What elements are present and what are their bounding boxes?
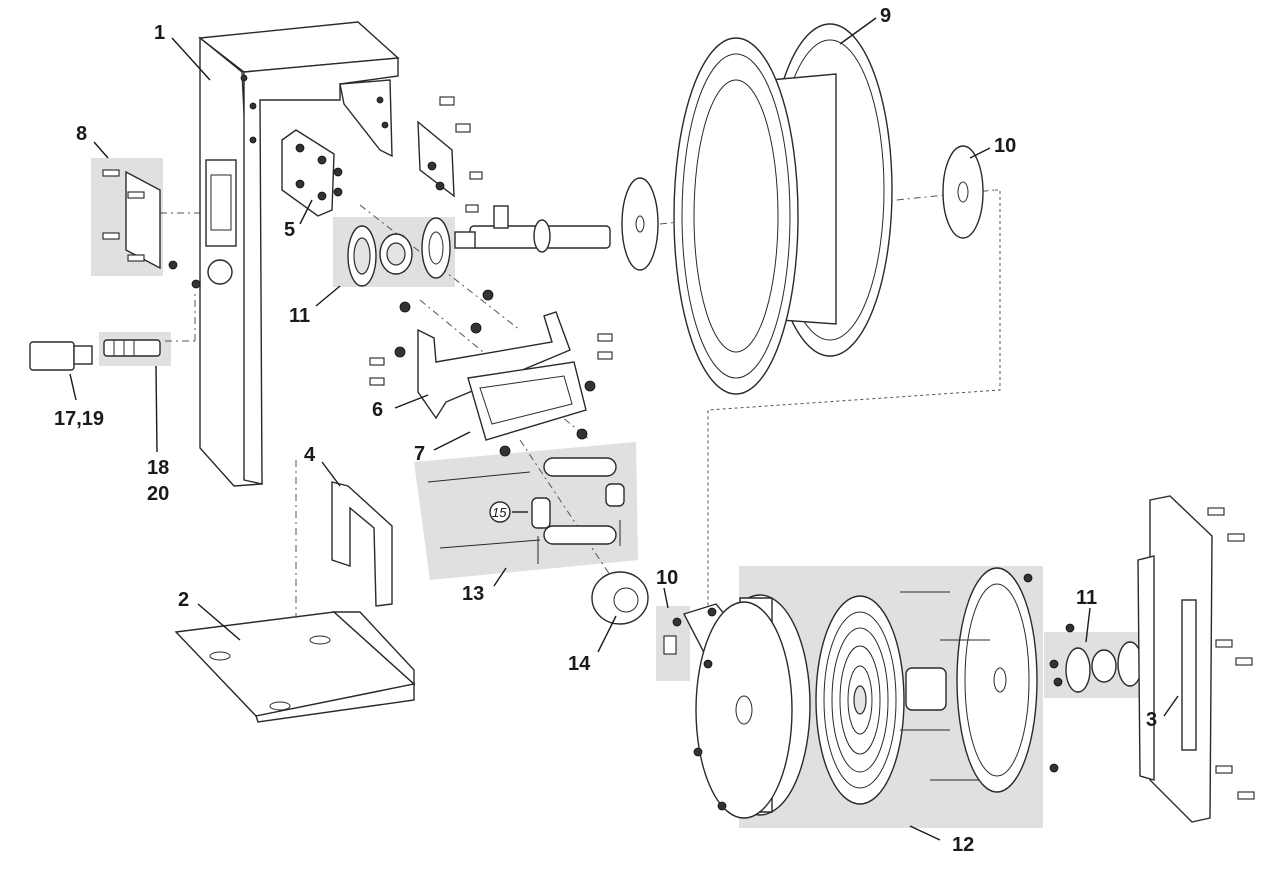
upper-small-bracket: [417, 96, 483, 213]
label-parts-17-19: 17,19: [54, 408, 104, 430]
label-part-12: 12: [952, 834, 974, 856]
label-part-2: 2: [178, 589, 189, 611]
label-part-15: 15: [492, 505, 507, 520]
label-part-9: 9: [880, 5, 891, 27]
part-1-frame: [198, 21, 400, 487]
part-3-side-frame: [1137, 495, 1255, 823]
label-part-18: 18: [147, 457, 169, 479]
part-11-upper-bearing-set: [347, 217, 451, 287]
part-18-nipple: [103, 339, 161, 357]
part-11-lower-bearing-set: [1049, 641, 1143, 693]
part-13-rods-and-spacers: [427, 457, 625, 564]
leader-lines: [69, 17, 1179, 841]
part-6-bracket: [369, 311, 613, 420]
label-part-20: 20: [147, 483, 169, 505]
label-part-10-upper: 10: [994, 135, 1016, 157]
swivel-shaft: [394, 177, 659, 358]
part-14-pulley: [591, 571, 649, 625]
label-part-8: 8: [76, 123, 87, 145]
label-part-13: 13: [462, 583, 484, 605]
parts-17-19-coupling: [29, 341, 93, 371]
part-7-plate: [467, 361, 596, 457]
label-part-6: 6: [372, 399, 383, 421]
part-10-upper-sprocket: [942, 145, 984, 239]
label-part-1: 1: [154, 22, 165, 44]
callout-labels: 1 8 5 11 6 7 17,19 18 20 4 2 13 15 14 10…: [54, 5, 1157, 856]
label-part-11-lower: 11: [1076, 587, 1097, 609]
part-4-bracket: [331, 481, 393, 607]
label-part-7: 7: [414, 443, 425, 465]
part-8-cover-plate: [102, 169, 201, 289]
part-9-drum: [673, 23, 893, 395]
label-part-14: 14: [568, 653, 591, 675]
label-part-5: 5: [284, 219, 295, 241]
label-part-4: 4: [304, 444, 316, 466]
label-part-10-lower: 10: [656, 567, 678, 589]
label-part-11-upper: 11: [289, 305, 310, 327]
part-2-base-plate: [174, 611, 416, 723]
label-part-3: 3: [1146, 709, 1157, 731]
part-5-bracket: [281, 129, 343, 217]
part-12-spring-motor: [693, 567, 1075, 819]
